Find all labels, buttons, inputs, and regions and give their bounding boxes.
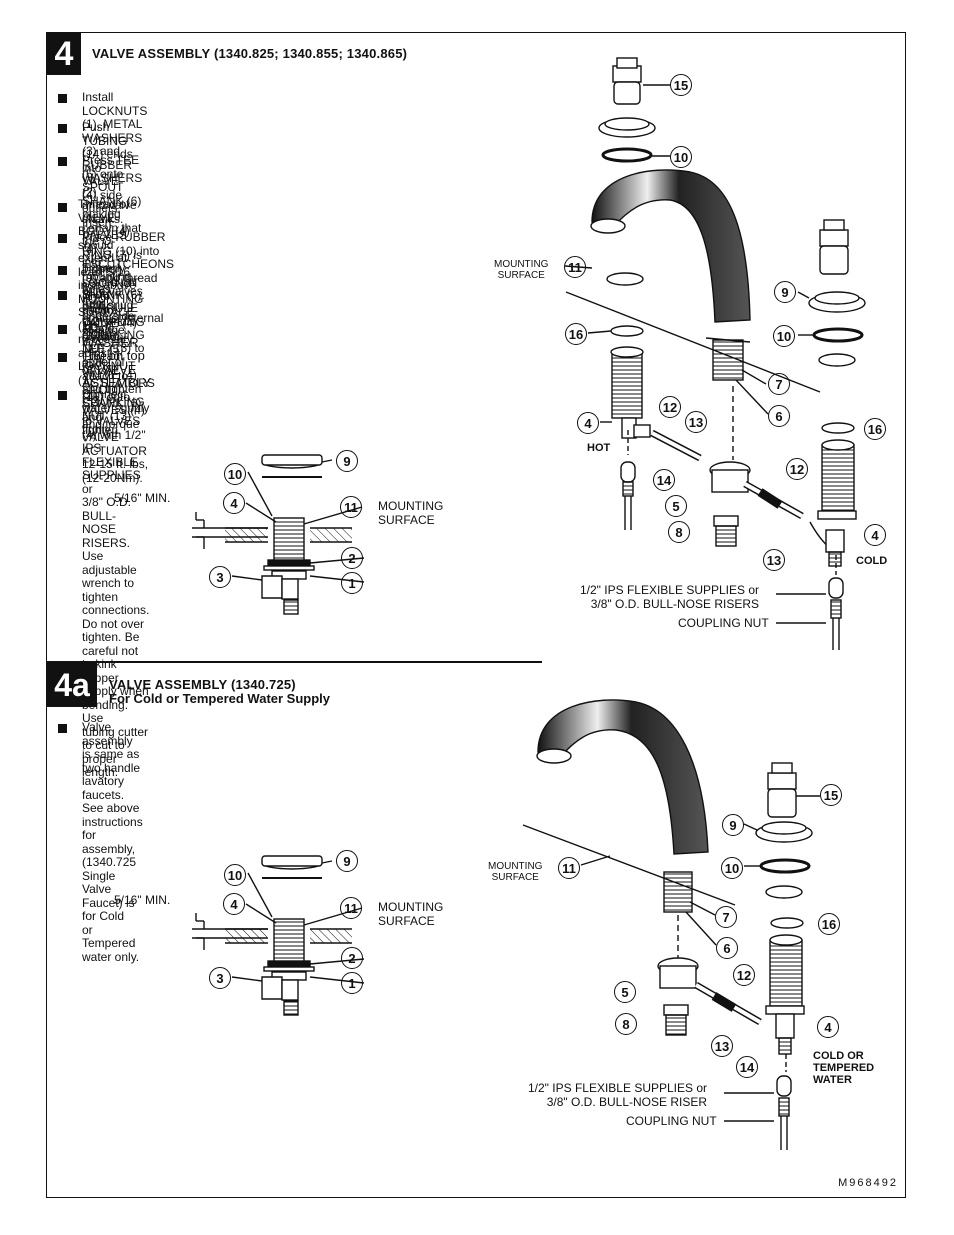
step-item: Push TUBING (14) ends into VALVE (4) sid… bbox=[58, 120, 135, 337]
callout-9: 9 bbox=[336, 450, 358, 472]
bullet-icon bbox=[58, 234, 67, 243]
bullet-icon bbox=[58, 353, 67, 362]
min-thread-label: 5/16" MIN. bbox=[114, 893, 171, 907]
callout-3: 3 bbox=[209, 566, 231, 588]
coupling-nut-label: COUPLING NUT bbox=[626, 1114, 717, 1128]
step-badge-4a: 4a bbox=[47, 663, 97, 707]
callout-15: 15 bbox=[820, 784, 842, 806]
step-item: Tighten LOCKNUT (1) to secure VALVE (4) … bbox=[58, 262, 140, 344]
callout-2: 2 bbox=[341, 947, 363, 969]
supplies-label: 1/2" IPS FLEXIBLE SUPPLIES or 3/8" O.D. … bbox=[580, 583, 760, 611]
mounting-surface-label: MOUNTING SURFACE bbox=[378, 499, 444, 527]
callout-15: 15 bbox=[670, 74, 692, 96]
callout-16: 16 bbox=[565, 323, 587, 345]
callout-14: 14 bbox=[736, 1056, 758, 1078]
step-item: Install LOCKNUTS (1), METAL WASHERS (3) … bbox=[58, 90, 148, 226]
callout-16: 16 bbox=[864, 418, 886, 440]
exploded-mounting-surface-label: MOUNTING SURFACE bbox=[494, 259, 549, 281]
callout-6: 6 bbox=[768, 405, 790, 427]
step-item: Connect water supply to VALVES (4) with … bbox=[58, 387, 150, 780]
callout-13: 13 bbox=[685, 411, 707, 433]
callout-10: 10 bbox=[670, 146, 692, 168]
callout-5: 5 bbox=[665, 495, 687, 517]
callout-4: 4 bbox=[864, 524, 886, 546]
bullet-icon bbox=[58, 391, 67, 400]
step-text: Thread VALVE ACTUATORS (15) onto VALVES … bbox=[82, 349, 155, 485]
min-thread-label: 5/16" MIN. bbox=[114, 491, 171, 505]
step-item: Thread VALVE ACTUATORS (15) onto VALVES … bbox=[58, 349, 155, 485]
step-text: Thread of VALVE BODY (4) should extend a… bbox=[78, 197, 144, 387]
document-code: M968492 bbox=[838, 1177, 898, 1189]
bullet-icon bbox=[58, 157, 67, 166]
callout-14: 14 bbox=[653, 469, 675, 491]
callout-10: 10 bbox=[224, 864, 246, 886]
bullet-icon bbox=[58, 325, 67, 334]
callout-4: 4 bbox=[223, 492, 245, 514]
callout-8: 8 bbox=[668, 521, 690, 543]
callout-4: 4 bbox=[577, 412, 599, 434]
bullet-icon bbox=[58, 724, 67, 733]
callout-5: 5 bbox=[614, 981, 636, 1003]
coupling-nut-label: COUPLING NUT bbox=[678, 616, 769, 630]
callout-10: 10 bbox=[721, 857, 743, 879]
callout-7: 7 bbox=[715, 906, 737, 928]
hot-label: HOT bbox=[587, 442, 611, 454]
callout-1: 1 bbox=[341, 572, 363, 594]
mounting-surface-label: MOUNTING SURFACE bbox=[378, 900, 444, 928]
callout-12: 12 bbox=[733, 964, 755, 986]
step-item: Place RUBBER RING (10) into ESCUTCHEONS … bbox=[58, 230, 175, 339]
bullet-icon bbox=[58, 203, 67, 212]
callout-12: 12 bbox=[659, 396, 681, 418]
callout-13: 13 bbox=[763, 549, 785, 571]
step-text: Install LOCKNUTS (1), METAL WASHERS (3) … bbox=[82, 90, 148, 226]
step-text: Valve assembly is same as two handle lav… bbox=[82, 720, 143, 964]
callout-12: 12 bbox=[786, 458, 808, 480]
cold-label: COLD bbox=[856, 555, 888, 567]
callout-13: 13 bbox=[711, 1035, 733, 1057]
bullet-icon bbox=[58, 291, 67, 300]
detail-valve-cross-section-4a bbox=[192, 855, 365, 1016]
supplies-label: 1/2" IPS FLEXIBLE SUPPLIES or 3/8" O.D. … bbox=[528, 1081, 708, 1109]
exploded-view-4a bbox=[522, 699, 820, 1150]
callout-3: 3 bbox=[209, 967, 231, 989]
exploded-mounting-surface-label: MOUNTING SURFACE bbox=[488, 861, 543, 883]
callout-10: 10 bbox=[224, 463, 246, 485]
step-badge-4: 4 bbox=[47, 33, 81, 75]
page-frame bbox=[46, 32, 906, 1198]
callout-16: 16 bbox=[818, 913, 840, 935]
callout-9: 9 bbox=[722, 814, 744, 836]
bullet-icon bbox=[58, 266, 67, 275]
step-item: Press TEE (5) onto SPOUT SHANK (6) makin… bbox=[58, 153, 145, 438]
callout-9: 9 bbox=[774, 281, 796, 303]
step-text: Place WASHER (16) on top of VALVE ASSEMB… bbox=[82, 321, 151, 404]
step-item: Slide FERRULE (12) and COUPLING NUT (13)… bbox=[58, 287, 145, 437]
section-divider bbox=[47, 661, 542, 663]
section-4-title: VALVE ASSEMBLY (1340.825; 1340.855; 1340… bbox=[92, 46, 408, 61]
bullet-icon bbox=[58, 94, 67, 103]
callout-6: 6 bbox=[716, 937, 738, 959]
detail-valve-cross-section-4 bbox=[192, 454, 365, 615]
step-text: Slide FERRULE (12) and COUPLING NUT (13)… bbox=[82, 287, 145, 436]
section-4a-title: VALVE ASSEMBLY (1340.725) bbox=[109, 677, 296, 692]
callout-8: 8 bbox=[615, 1013, 637, 1035]
step-text: Press TEE (5) onto SPOUT SHANK (6) makin… bbox=[82, 153, 145, 437]
callout-10: 10 bbox=[773, 325, 795, 347]
step-text: Tighten LOCKNUT (1) to secure VALVE (4) … bbox=[82, 262, 140, 344]
step-item: Valve assembly is same as two handle lav… bbox=[58, 720, 143, 964]
step-item: Thread of VALVE BODY (4) should extend a… bbox=[58, 197, 144, 387]
callout-9: 9 bbox=[336, 850, 358, 872]
cold-tempered-label: COLD OR TEMPERED WATER bbox=[813, 1050, 875, 1086]
bullet-icon bbox=[58, 124, 67, 133]
step-item: Place WASHER (16) on top of VALVE ASSEMB… bbox=[58, 322, 151, 403]
step-text: Connect water supply to VALVES (4) with … bbox=[82, 387, 150, 779]
callout-4: 4 bbox=[223, 893, 245, 915]
callout-11: 11 bbox=[558, 857, 580, 879]
exploded-view-4 bbox=[564, 57, 866, 650]
section-4a-subtitle: For Cold or Tempered Water Supply bbox=[109, 691, 331, 706]
callout-4: 4 bbox=[817, 1016, 839, 1038]
step-text: Place RUBBER RING (10) into ESCUTCHEONS … bbox=[82, 230, 175, 339]
step-text: Push TUBING (14) ends into VALVE (4) sid… bbox=[82, 120, 135, 337]
